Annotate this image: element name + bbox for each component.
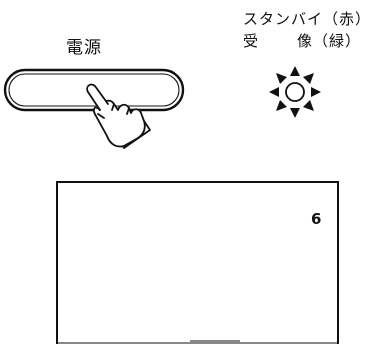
receive-label-right: 像（緑） xyxy=(297,32,362,50)
power-button-label: 電源 xyxy=(66,38,102,58)
pointing-hand-icon xyxy=(86,83,151,149)
tv-screen xyxy=(56,181,339,344)
lit-lamp-icon xyxy=(269,66,321,118)
receive-indicator-label: 受 像（緑） xyxy=(243,34,361,49)
receive-label-left: 受 xyxy=(243,32,260,50)
standby-indicator-label: スタンバイ（赤） xyxy=(243,10,369,28)
channel-number-display: 6 xyxy=(311,210,322,228)
